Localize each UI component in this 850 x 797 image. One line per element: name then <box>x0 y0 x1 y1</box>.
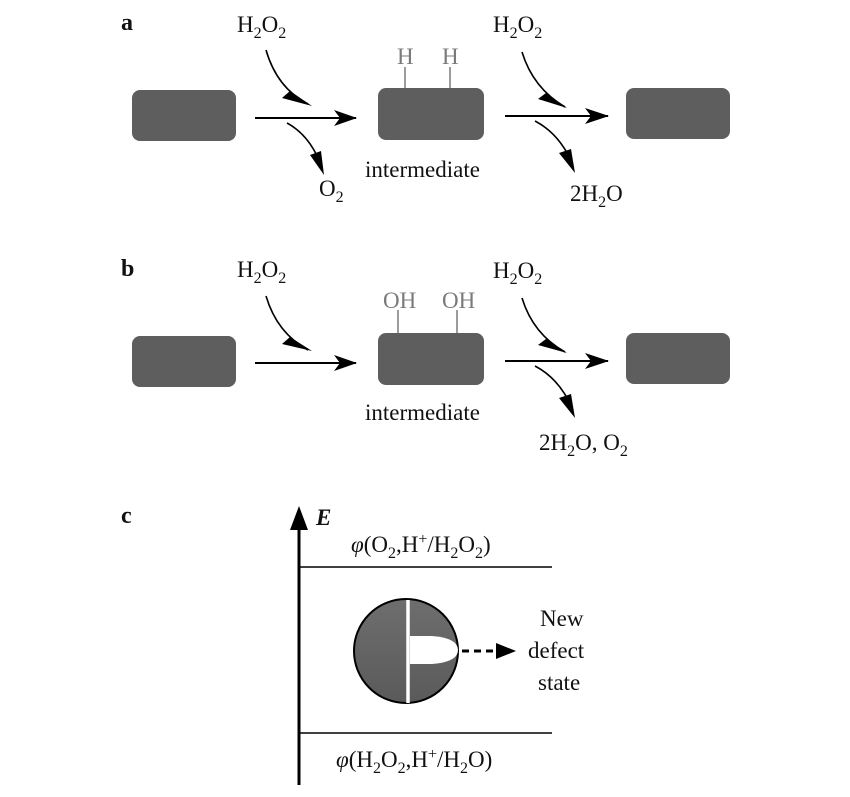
reactant-h2o2-1: H2O2 <box>237 12 286 42</box>
arrowhead <box>538 93 567 108</box>
arrowhead <box>282 337 312 351</box>
substituent-h-1: H <box>397 44 414 69</box>
arrowhead <box>585 108 609 124</box>
arrowhead <box>585 353 609 369</box>
substituent-oh-2: OH <box>442 288 475 313</box>
intermediate-label-a: intermediate <box>365 157 480 182</box>
product-o2: O2 <box>319 176 344 206</box>
substituent-oh-1: OH <box>383 288 416 313</box>
reactant-h2o2-1: H2O2 <box>237 257 286 287</box>
panel-b: b OH OH H2O2 intermediate H2O2 2H2O, O2 <box>121 256 730 460</box>
intermediate-block <box>378 88 484 140</box>
intermediate-block <box>378 333 484 385</box>
panel-label-c: c <box>121 503 132 529</box>
product-block <box>626 333 730 384</box>
panel-c: c E φ(O2,H+/H2O2) New defect state φ(H2O… <box>121 503 585 785</box>
panel-a: a H H H2O2 O2 intermediate H2O2 2H2O <box>121 10 730 211</box>
arrowhead <box>334 355 357 371</box>
reactant-h2o2-2: H2O2 <box>493 12 542 42</box>
arrowhead <box>559 149 575 173</box>
reactant-block <box>132 336 236 387</box>
reactant-block <box>132 90 236 141</box>
energy-axis-label: E <box>315 505 331 530</box>
product-2h2o-o2: 2H2O, O2 <box>539 430 628 460</box>
lower-potential-label: φ(H2O2,H+/H2O) <box>336 746 492 777</box>
arrowhead <box>538 339 567 353</box>
arrowhead <box>559 394 575 418</box>
panel-label-b: b <box>121 256 134 282</box>
upper-potential-label: φ(O2,H+/H2O2) <box>351 531 491 562</box>
defect-label-line-2: defect <box>528 638 585 663</box>
arrowhead <box>496 643 516 659</box>
product-block <box>626 88 730 139</box>
defect-sphere <box>353 598 459 704</box>
arrowhead <box>334 110 357 126</box>
defect-label-line-3: state <box>538 670 580 695</box>
arrowhead <box>310 151 324 175</box>
product-2h2o: 2H2O <box>570 181 623 211</box>
defect-notch <box>410 636 458 664</box>
substituent-h-2: H <box>442 44 459 69</box>
arrowhead <box>282 91 312 106</box>
reactant-h2o2-2: H2O2 <box>493 258 542 288</box>
axis-arrowhead <box>290 506 308 530</box>
panel-label-a: a <box>121 10 133 36</box>
intermediate-label-b: intermediate <box>365 400 480 425</box>
defect-label-line-1: New <box>540 606 584 631</box>
